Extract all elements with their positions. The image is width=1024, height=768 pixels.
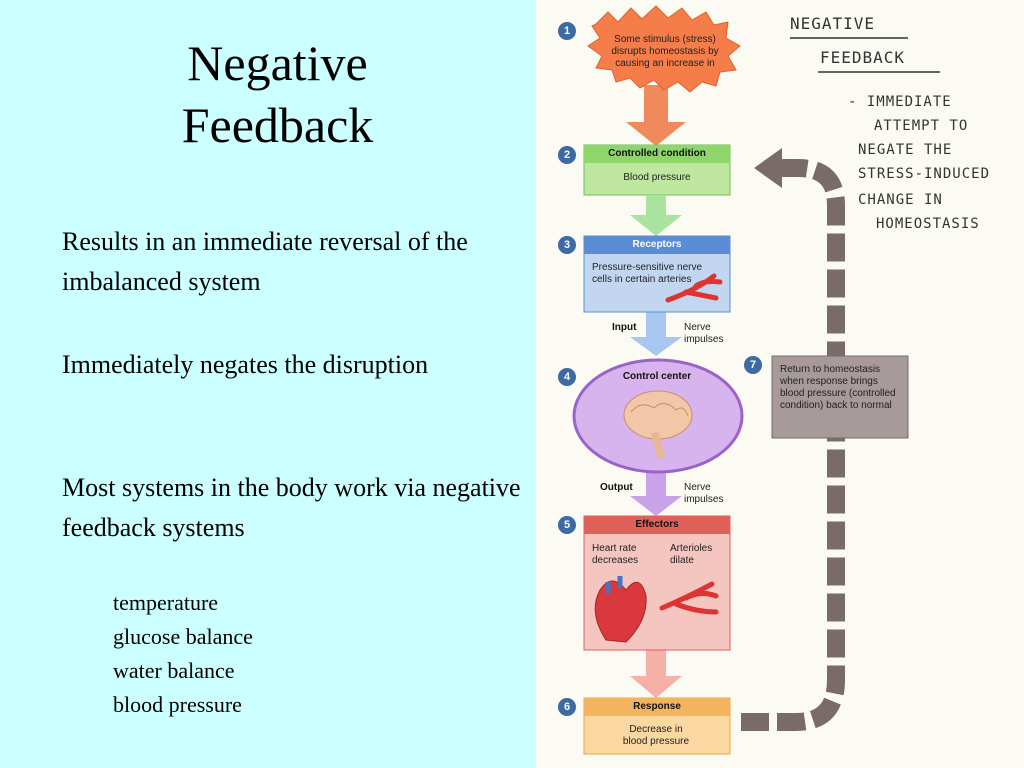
- example-item: glucose balance: [113, 624, 253, 649]
- step-number: 7: [744, 356, 762, 374]
- example-item: temperature: [113, 590, 219, 615]
- paragraph-3: Most systems in the body work via negati…: [62, 473, 521, 542]
- output-nerve-label: Nerve impulses: [684, 482, 724, 505]
- return-text: Return to homeostasis when response brin…: [780, 364, 896, 411]
- example-list: temperature glucose balance water balanc…: [113, 586, 253, 722]
- slide-title: Negative Feedback: [0, 32, 555, 156]
- controlled-condition-text: Blood pressure: [623, 172, 691, 183]
- control-center-title: Control center: [622, 371, 692, 382]
- handwritten-note: - IMMEDIATE: [848, 94, 952, 110]
- controlled-condition-title: Controlled condition: [608, 148, 706, 159]
- artery-icon: [665, 273, 723, 303]
- input-nerve-label: Nerve impulses: [684, 322, 724, 345]
- stimulus-text: Some stimulus (stress) disrupts homeosta…: [611, 34, 719, 69]
- effector-arterioles-text: Arterioles dilate: [670, 543, 713, 566]
- example-item: water balance: [113, 658, 235, 683]
- arrow-4-5: [630, 472, 682, 516]
- example-item: blood pressure: [113, 692, 242, 717]
- arterioles-icon: [659, 581, 719, 615]
- diagram-graphics: [572, 5, 940, 755]
- output-label: Output: [600, 482, 633, 493]
- effector-heart-text: Heart rate decreases: [592, 543, 639, 566]
- arrow-1-2: [626, 85, 686, 146]
- return-box: [771, 355, 909, 439]
- handwritten-title-1: NEGATIVE: [790, 14, 876, 33]
- heart-icon: [594, 580, 647, 643]
- feedback-arrowhead: [754, 148, 782, 188]
- step-number: 4: [558, 368, 576, 386]
- step-number: 6: [558, 698, 576, 716]
- effectors-title: Effectors: [635, 519, 679, 530]
- handwritten-title-2: FEEDBACK: [820, 48, 906, 67]
- stimulus-burst: [587, 5, 741, 93]
- input-label: Input: [612, 322, 637, 333]
- receptors-title: Receptors: [632, 239, 682, 250]
- paragraph-2: Immediately negates the disruption: [62, 350, 429, 379]
- paragraph-1: Results in an immediate reversal of the …: [62, 227, 468, 296]
- feedback-diagram: 1 Some stimulus (stress) disrupts homeos…: [536, 0, 1024, 768]
- response-text: Decrease in blood pressure: [622, 724, 690, 747]
- arrow-3-4: [630, 312, 682, 356]
- step-number: 3: [558, 236, 576, 254]
- arrow-2-3: [630, 196, 682, 236]
- handwritten-note: ATTEMPT TO: [874, 118, 969, 134]
- handwritten-note: HOMEOSTASIS: [876, 216, 980, 232]
- feedback-loop-arrow: [741, 159, 845, 731]
- response-title: Response: [633, 701, 681, 712]
- step-number: 1: [558, 22, 576, 40]
- title-text: Negative Feedback: [181, 35, 374, 153]
- handwritten-note: STRESS-INDUCED: [858, 166, 991, 182]
- handwritten-note: CHANGE IN: [858, 192, 943, 208]
- arrow-5-6: [630, 650, 682, 698]
- step-number: 2: [558, 146, 576, 164]
- step-number: 5: [558, 516, 576, 534]
- handwritten-note: NEGATE THE: [858, 142, 953, 158]
- receptors-text: Pressure-sensitive nerve cells in certai…: [592, 262, 703, 285]
